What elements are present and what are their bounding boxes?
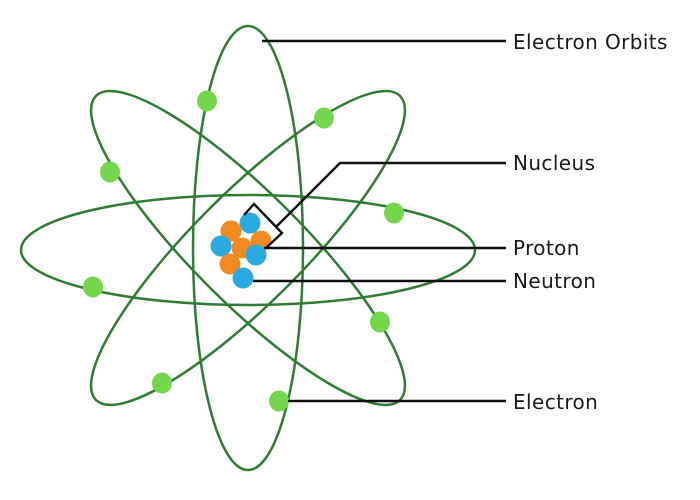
orbit-ellipse-diagonal-ne: [89, 89, 407, 407]
callout-lines: [243, 39, 506, 403]
neutron-particle: [210, 235, 232, 257]
electron-dot-labeled: [269, 390, 289, 412]
electron-dot: [83, 276, 103, 298]
electron-dot: [152, 372, 172, 394]
neutron-particle-labeled: [232, 267, 254, 289]
electron-group: [83, 90, 404, 412]
nucleus-cluster: [210, 212, 272, 289]
electron-orbits-label: Electron Orbits: [513, 30, 668, 54]
neutron-label: Neutron: [513, 269, 596, 293]
nucleus-callout-line: [275, 161, 506, 228]
neutron-particle: [239, 212, 261, 234]
nucleus-bracket: [243, 202, 284, 249]
electron-dot: [314, 107, 334, 129]
electron-dot: [197, 90, 217, 112]
neutron-particle: [245, 244, 267, 266]
electron-dot: [370, 311, 390, 333]
electron-dot: [384, 202, 404, 224]
proton-particle: [220, 220, 242, 242]
electron-dot: [100, 161, 120, 183]
nucleus-label: Nucleus: [513, 151, 595, 175]
orbit-ellipse-horizontal: [19, 193, 477, 307]
electron-label: Electron: [513, 390, 598, 414]
proton-label: Proton: [513, 236, 580, 260]
proton-particle: [219, 253, 241, 275]
label-group: Electron Orbits Nucleus Proton Neutron E…: [513, 30, 668, 414]
